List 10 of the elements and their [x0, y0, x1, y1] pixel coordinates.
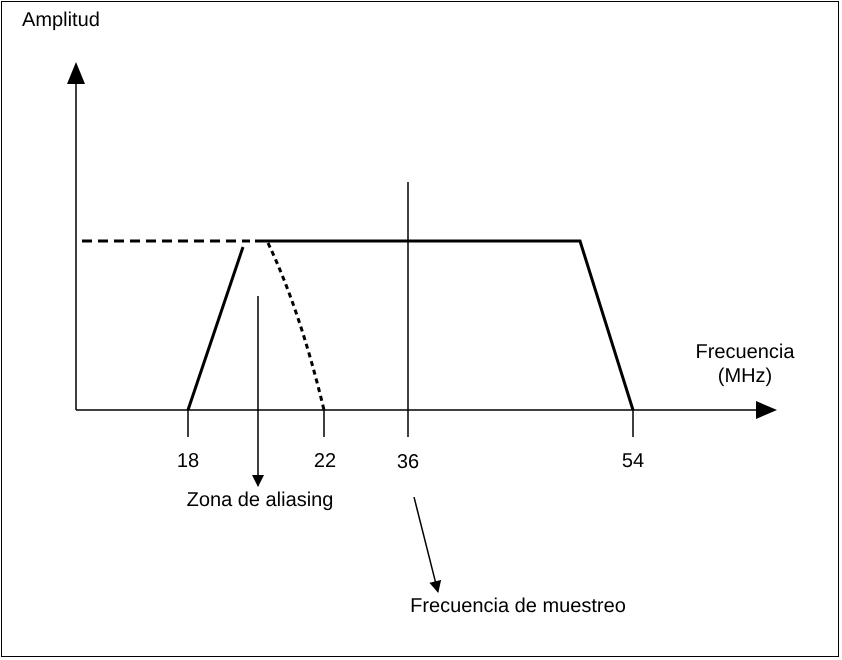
axis-title: Frecuencia (MHz)	[694, 340, 796, 388]
annotation-text: Zona de aliasing	[186, 490, 334, 510]
tick-label: 36	[396, 452, 420, 472]
axis-title: Amplitud	[22, 8, 101, 32]
annotation-text: Frecuencia de muestreo	[410, 596, 626, 616]
tick-label: 22	[312, 449, 338, 473]
tick-label: 18	[176, 449, 200, 473]
tick-label: 54	[620, 449, 646, 473]
arrow	[252, 296, 264, 487]
arrow	[413, 496, 442, 593]
